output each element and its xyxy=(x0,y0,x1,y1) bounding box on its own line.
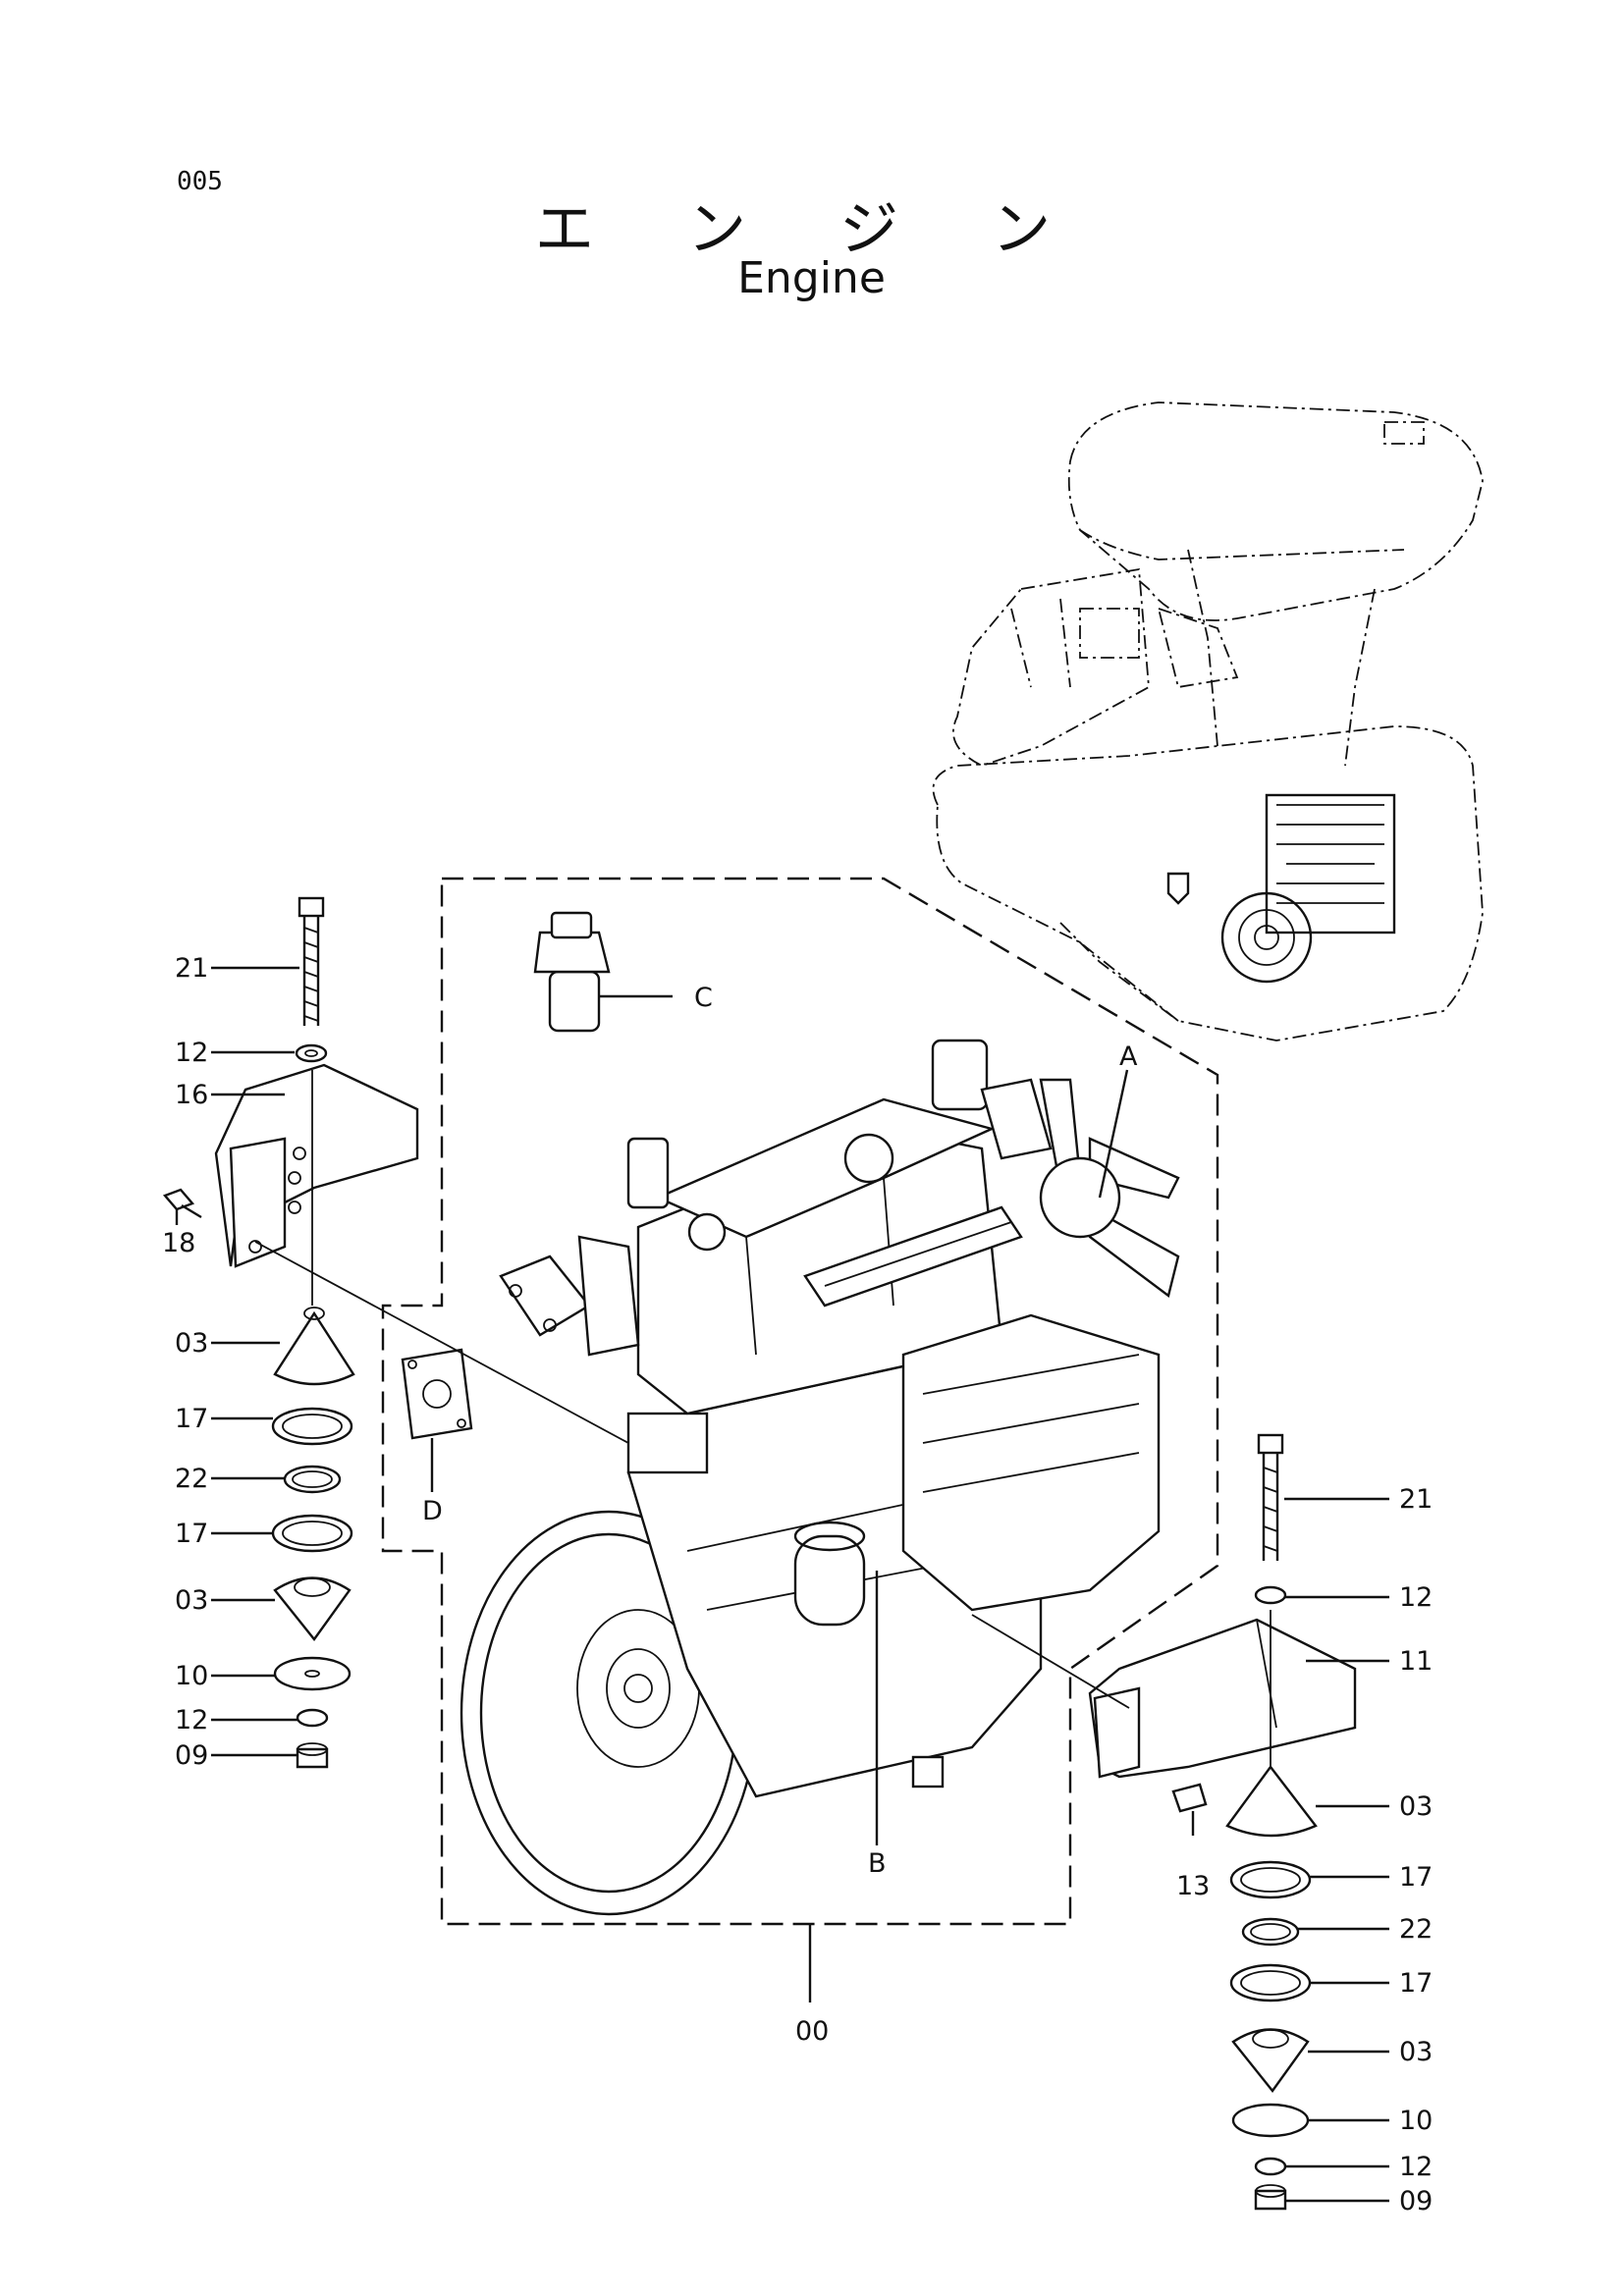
callout-13: 13 xyxy=(1176,1871,1210,1901)
callout-22-left: 22 xyxy=(175,1464,208,1494)
callout-03-right-bottom: 03 xyxy=(1399,2037,1433,2067)
callout-22-right: 22 xyxy=(1399,1914,1433,1945)
view-label-d: D xyxy=(422,1496,443,1526)
part-c-sensor xyxy=(533,911,611,1033)
engine-assembly-boundary xyxy=(381,877,1219,1926)
callout-17-right-top: 17 xyxy=(1399,1862,1433,1893)
view-label-a: A xyxy=(1119,1041,1138,1072)
callout-10-left: 10 xyxy=(175,1661,208,1691)
callout-17-right-bottom: 17 xyxy=(1399,1968,1433,1999)
leader-lines xyxy=(175,966,1389,2203)
page-title-japanese: エ ン ジ ン xyxy=(534,195,1089,264)
machine-overview-illustration xyxy=(932,401,1484,1041)
callout-17-left-bottom: 17 xyxy=(175,1519,208,1549)
view-label-c: C xyxy=(694,983,713,1013)
callout-18: 18 xyxy=(162,1228,195,1258)
view-label-b: B xyxy=(868,1848,887,1879)
callout-03-left-top: 03 xyxy=(175,1328,208,1359)
callout-17-left-top: 17 xyxy=(175,1404,208,1434)
callout-03-right-top: 03 xyxy=(1399,1791,1433,1822)
callout-labels: 21 12 16 18 03 17 22 17 03 10 12 09 21 1… xyxy=(162,953,1433,2216)
callout-10-right: 10 xyxy=(1399,2106,1433,2136)
callout-12-right-bottom: 12 xyxy=(1399,2152,1433,2182)
right-mount-stack xyxy=(1088,1433,1357,2211)
page-number: 005 xyxy=(177,167,223,196)
callout-16: 16 xyxy=(175,1080,208,1110)
part-d-plate xyxy=(401,1348,473,1440)
callout-12-left-bottom: 12 xyxy=(175,1705,208,1735)
callout-03-left-bottom: 03 xyxy=(175,1585,208,1616)
callout-00-engine: 00 xyxy=(795,2016,829,2047)
callout-21-left: 21 xyxy=(175,953,208,984)
callout-21-right: 21 xyxy=(1399,1484,1433,1515)
left-mount-stack xyxy=(162,896,419,1769)
callout-12-right-top: 12 xyxy=(1399,1582,1433,1613)
callout-12-left-top: 12 xyxy=(175,1038,208,1068)
callout-09-right: 09 xyxy=(1399,2186,1433,2216)
page-title-english: Engine xyxy=(737,253,886,303)
engine-assembly-illustration xyxy=(460,1039,1180,1916)
callout-09-left: 09 xyxy=(175,1740,208,1771)
callout-11: 11 xyxy=(1399,1646,1433,1677)
